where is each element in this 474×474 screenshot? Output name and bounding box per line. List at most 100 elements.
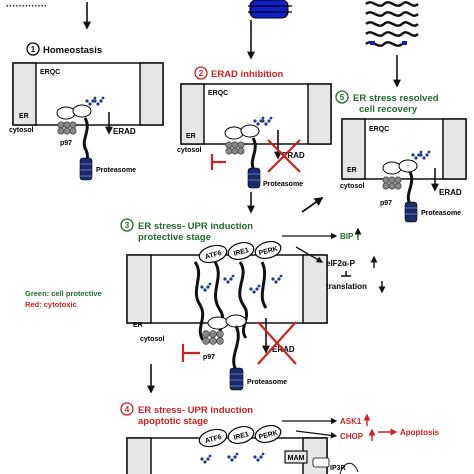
cropped-top-text: ·············	[6, 1, 47, 12]
ip3r-label: IP3R	[330, 465, 346, 472]
perk-sensor-icon	[254, 240, 282, 260]
stage-number: 1	[31, 45, 36, 54]
er-compartment	[126, 254, 328, 324]
cytosol-label: cytosol	[177, 147, 202, 154]
er-membrane-left	[12, 62, 37, 126]
erqc-label: ERQC	[208, 90, 228, 97]
p97-icon	[202, 330, 224, 345]
legend-red: Red: cytotoxic	[25, 300, 77, 309]
ip3r-channel-icon	[312, 457, 330, 468]
erad-label: ERAD	[113, 127, 136, 136]
proteasome-icon	[229, 367, 244, 391]
stage-homeostasis: 1 Homeostasis ERQC ER cytosol p97 Protea	[9, 42, 164, 181]
p97-icon	[225, 141, 245, 155]
proteasome-label: Proteasome	[247, 379, 287, 386]
translocon-icon	[382, 150, 431, 175]
proteasome-icon	[247, 167, 261, 189]
er-membrane-right	[442, 118, 467, 180]
stage-title-line1: ER stress resolved	[353, 93, 439, 104]
stage-title-line2: cell recovery	[359, 104, 418, 115]
proteasome-label: Proteasome	[263, 181, 303, 188]
legend-green: Green: cell protective	[25, 289, 102, 298]
stage-number: 3	[125, 221, 130, 230]
mitochondrion-icon	[339, 462, 359, 474]
perk-label: PERK	[258, 430, 279, 442]
arrow-to-eif2a	[295, 246, 324, 263]
stage-number: 2	[199, 69, 204, 78]
proteasome-label: Proteasome	[421, 210, 461, 217]
stage-number: 4	[125, 405, 130, 414]
atf6-sensor-icon	[198, 244, 228, 264]
er-membrane-left	[126, 254, 152, 324]
stage-number-badge	[120, 402, 134, 416]
er-membrane-right	[139, 62, 164, 126]
substrate-chain	[232, 325, 240, 371]
stage-title-line2: apoptotic stage	[138, 416, 208, 427]
stage-number-badge	[120, 218, 134, 232]
cytosol-label: cytosol	[140, 336, 165, 343]
ire1-label: IRE1	[233, 431, 250, 442]
translocon-icon	[224, 116, 273, 140]
aggregated-protein-icon	[365, 1, 419, 47]
er-membrane-left	[341, 118, 366, 180]
mam-box	[284, 450, 308, 464]
stage-title: ERAD inhibition	[211, 69, 283, 80]
translocon-icon	[56, 96, 105, 120]
top-cropped-region: ·············	[6, 0, 419, 88]
chop-label: CHOP	[340, 432, 364, 441]
stage-erad-inhibition: 2 ERAD inhibition ERQC ER cytosol	[177, 66, 332, 214]
stage-title: Homeostasis	[43, 45, 102, 56]
er-membrane-right	[302, 254, 328, 324]
cytosol-label: cytosol	[340, 183, 365, 190]
stage-title-line1: ER stress- UPR induction	[138, 221, 253, 232]
bip-label: BIP	[340, 232, 354, 241]
translocon-icon	[207, 314, 247, 330]
p97-label: p97	[203, 354, 215, 361]
mam-label: MAM	[288, 455, 305, 462]
translation-label: translation	[326, 282, 367, 291]
er-label: ER	[19, 113, 29, 120]
p97-label: p97	[60, 140, 72, 147]
p97-icon	[382, 176, 402, 190]
er-label: ER	[133, 322, 143, 329]
stage-number-badge	[26, 42, 40, 56]
atf6-sensor-icon	[198, 428, 228, 448]
proteasome-icon	[404, 201, 418, 223]
arrow-to-chop	[295, 430, 338, 439]
cytosol-label: cytosol	[9, 127, 34, 134]
stage-number-badge	[335, 90, 349, 104]
substrate-chain	[406, 171, 414, 205]
ire1-sensor-icon	[227, 425, 255, 445]
er-label: ER	[186, 133, 196, 140]
legend: Green: cell protective Red: cytotoxic	[25, 289, 102, 309]
atf6-label: ATF6	[204, 250, 222, 261]
er-membrane-right	[307, 83, 332, 145]
er-membrane-left	[180, 83, 205, 145]
apoptosis-label: Apoptosis	[400, 428, 440, 437]
arrow-to-recovery-from-protective	[301, 196, 324, 213]
perk-sensor-icon	[254, 424, 282, 444]
perk-label: PERK	[258, 246, 279, 258]
upr-sensors: ATF6 IRE1 PERK	[198, 424, 282, 448]
blocked-cross-icon	[267, 139, 301, 173]
stage-recovery: 5 ER stress resolved cell recovery ERQC …	[335, 90, 467, 223]
erqc-label: ERQC	[369, 126, 389, 133]
stage-number: 5	[340, 93, 345, 102]
ire1-sensor-icon	[227, 241, 255, 261]
ire1-label: IRE1	[233, 247, 250, 258]
proteasome-icon	[79, 157, 93, 181]
stage-number-badge	[194, 66, 208, 80]
p97-label: p97	[380, 200, 392, 207]
erad-label: ERAD	[439, 188, 462, 197]
stage-title-line2: protective stage	[138, 232, 211, 243]
erad-label: ERAD	[282, 151, 305, 160]
upr-sensors: ATF6 IRE1 PERK	[198, 240, 282, 264]
misfolded-protein-blue-icon	[248, 0, 292, 19]
blocked-cross-icon	[257, 321, 297, 365]
atf6-label: ATF6	[204, 434, 222, 445]
p97-icon	[57, 121, 77, 135]
stage-apoptotic: 4 ER stress- UPR induction apoptotic sta…	[120, 402, 440, 474]
eif2a-label: eIF2α-P	[326, 259, 356, 268]
stage-protective: 3 ER stress- UPR induction protective st…	[120, 218, 386, 391]
